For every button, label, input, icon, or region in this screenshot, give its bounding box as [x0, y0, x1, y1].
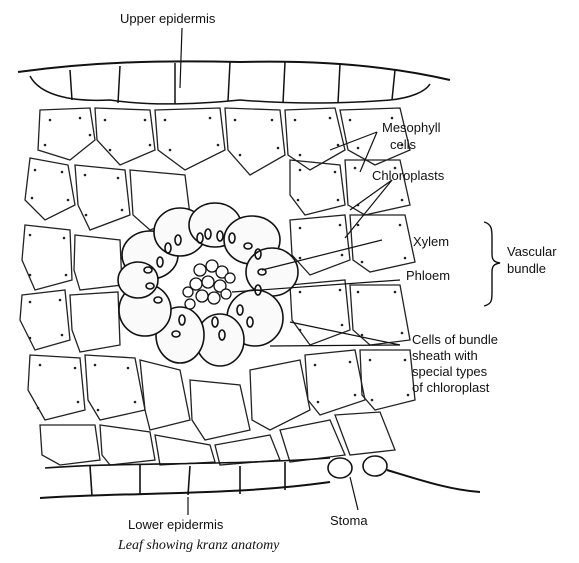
label-bundle-sheath-2: sheath with: [412, 348, 478, 363]
label-stoma: Stoma: [330, 513, 368, 528]
label-phloem: Phloem: [406, 268, 450, 283]
label-mesophyll: Mesophyll: [382, 120, 441, 135]
lower-epidermis: [40, 458, 330, 498]
vascular-bundle-core: [183, 260, 235, 309]
label-xylem: Xylem: [413, 234, 449, 249]
label-bundle-sheath-1: Cells of bundle: [412, 332, 498, 347]
stoma: [328, 456, 480, 492]
upper-epidermis: [18, 61, 450, 104]
label-mesophyll-cells: cells: [390, 137, 416, 152]
label-bundle-sheath-3: special types: [412, 364, 487, 379]
figure-caption: Leaf showing kranz anatomy: [118, 538, 279, 554]
label-vascular: Vascular: [507, 244, 557, 259]
label-chloroplasts: Chloroplasts: [372, 168, 444, 183]
label-bundle-sheath-4: of chloroplast: [412, 380, 489, 395]
label-bundle: bundle: [507, 261, 546, 276]
vascular-bundle-brace: [484, 222, 500, 306]
label-lower-epidermis: Lower epidermis: [128, 517, 223, 532]
label-upper-epidermis: Upper epidermis: [120, 11, 215, 26]
